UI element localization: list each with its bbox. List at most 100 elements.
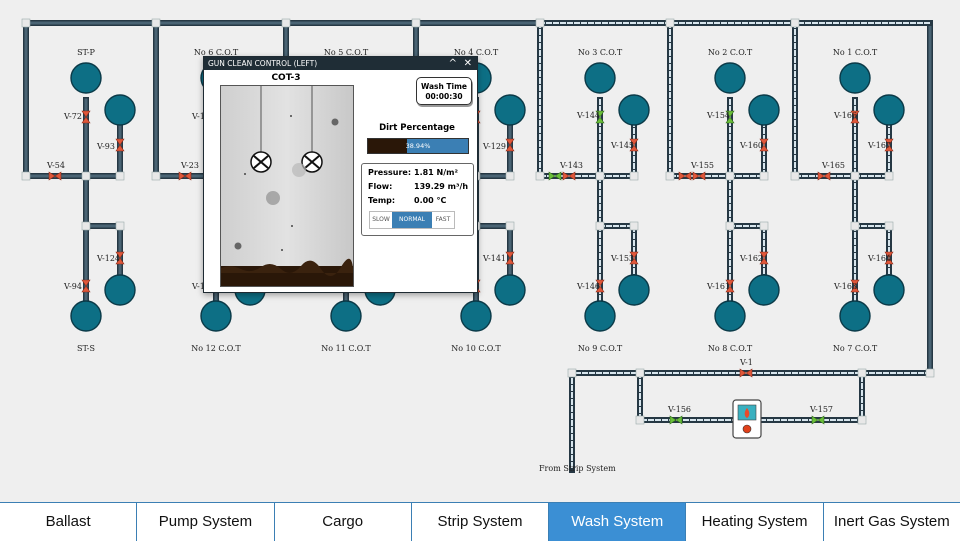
tank-top-secondary[interactable]: [748, 94, 780, 126]
tank-label-no10: No 10 C.O.T: [451, 344, 501, 353]
valve[interactable]: [725, 279, 735, 293]
valve-label: V-146: [576, 282, 600, 291]
valve[interactable]: [678, 171, 692, 181]
valve-label: V-124: [96, 254, 120, 263]
tank-top[interactable]: [584, 62, 616, 94]
valve[interactable]: [548, 171, 562, 181]
pipe-joint: [725, 171, 735, 181]
tank-label-no6: No 6 C.O.T: [194, 48, 239, 57]
pipe-segment: [83, 223, 123, 278]
tank-bottom[interactable]: [460, 300, 492, 332]
valve-label: V-157: [809, 405, 833, 414]
valve[interactable]: [759, 251, 769, 265]
temp-value: 0.00 °C: [414, 196, 447, 205]
tank-top[interactable]: [839, 62, 871, 94]
flow-label: Flow:: [368, 182, 393, 191]
valve[interactable]: [178, 171, 192, 181]
pipe-joint: [790, 18, 800, 28]
tab-cargo[interactable]: Cargo: [275, 503, 412, 541]
tank-top-secondary[interactable]: [104, 94, 136, 126]
tank-bottom[interactable]: [200, 300, 232, 332]
valve[interactable]: [595, 279, 605, 293]
pressure-label: Pressure:: [368, 168, 412, 177]
heater-button: [742, 424, 752, 434]
window-titlebar[interactable]: GUN CLEAN CONTROL (LEFT) ^ ✕: [204, 57, 477, 70]
tank-top[interactable]: [70, 62, 102, 94]
tank-top-secondary[interactable]: [618, 94, 650, 126]
heater-unit[interactable]: [732, 399, 762, 439]
valve-label: V-162: [739, 254, 763, 263]
pipe-segment: [539, 22, 601, 177]
valve[interactable]: [725, 110, 735, 124]
collapse-icon[interactable]: ^: [448, 58, 457, 69]
tab-inert-gas-system[interactable]: Inert Gas System: [833, 513, 950, 530]
tank-label-st-s: ST-S: [77, 344, 95, 353]
tank-top-secondary[interactable]: [873, 94, 905, 126]
valve[interactable]: [562, 171, 576, 181]
valve[interactable]: [81, 279, 91, 293]
pipe-joint: [21, 171, 31, 181]
tank-bottom-secondary[interactable]: [494, 274, 526, 306]
valve-label: V-145: [610, 141, 634, 150]
pipe-segment: [473, 223, 513, 278]
valve-label: V-72: [63, 112, 82, 121]
valve[interactable]: [817, 171, 831, 181]
valve-label: V-23: [180, 161, 199, 170]
valve[interactable]: [505, 138, 515, 152]
valve-label: V-1: [191, 112, 205, 121]
pipe-joint: [81, 171, 91, 181]
readings-panel: Pressure: 1.81 N/m² Flow: 139.29 m³/h Te…: [361, 163, 474, 236]
tank-top[interactable]: [714, 62, 746, 94]
valve[interactable]: [759, 138, 769, 152]
valve-label: V-93: [96, 142, 115, 151]
tank-bottom[interactable]: [714, 300, 746, 332]
dirt-progress-bar: 38.94%: [367, 138, 469, 154]
tank-bottom-secondary[interactable]: [104, 274, 136, 306]
dirt-progress-fill: [368, 139, 407, 153]
valve[interactable]: [81, 110, 91, 124]
valve[interactable]: [692, 171, 706, 181]
valve[interactable]: [850, 279, 860, 293]
valve-label: V-143: [559, 161, 583, 170]
tank-bottom[interactable]: [330, 300, 362, 332]
tank-bottom-secondary[interactable]: [873, 274, 905, 306]
tab-strip-system[interactable]: Strip System: [412, 503, 550, 541]
pipe-joint: [925, 368, 935, 378]
tab-pump-system[interactable]: Pump System: [137, 503, 275, 541]
valve[interactable]: [884, 138, 894, 152]
pipe-joint: [850, 171, 860, 181]
valve[interactable]: [629, 138, 639, 152]
valve[interactable]: [669, 415, 683, 425]
valve[interactable]: [48, 171, 62, 181]
valve[interactable]: [595, 110, 605, 124]
valve-label: V-129: [482, 142, 506, 151]
valve-label: V-141: [482, 254, 506, 263]
valve[interactable]: [850, 110, 860, 124]
pressure-value: 1.81 N/m²: [414, 168, 458, 177]
tank-top-secondary[interactable]: [494, 94, 526, 126]
tab-heating-system[interactable]: Heating System: [686, 503, 824, 541]
valve[interactable]: [739, 368, 753, 378]
close-icon[interactable]: ✕: [463, 58, 472, 69]
tank-bottom[interactable]: [584, 300, 616, 332]
valve[interactable]: [811, 415, 825, 425]
pipe-segment: [667, 20, 733, 179]
valve[interactable]: [115, 251, 125, 265]
flame-icon: [744, 408, 750, 418]
tank-bottom[interactable]: [70, 300, 102, 332]
valve-label: V-165: [821, 161, 845, 170]
tab-wash-system[interactable]: Wash System: [549, 503, 687, 541]
tank-bottom-secondary[interactable]: [618, 274, 650, 306]
tank-bottom[interactable]: [839, 300, 871, 332]
tank-label-no12: No 12 C.O.T: [191, 344, 241, 353]
pipe-segment: [24, 21, 88, 178]
tank-bottom-secondary[interactable]: [748, 274, 780, 306]
valve[interactable]: [629, 251, 639, 265]
speed-fast-button[interactable]: FAST: [435, 216, 451, 223]
valve[interactable]: [884, 251, 894, 265]
tab-ballast[interactable]: Ballast: [0, 503, 138, 541]
speed-slow-button[interactable]: SLOW: [372, 216, 390, 223]
speed-normal-button[interactable]: NORMAL: [392, 212, 432, 228]
valve[interactable]: [505, 251, 515, 265]
valve[interactable]: [115, 138, 125, 152]
